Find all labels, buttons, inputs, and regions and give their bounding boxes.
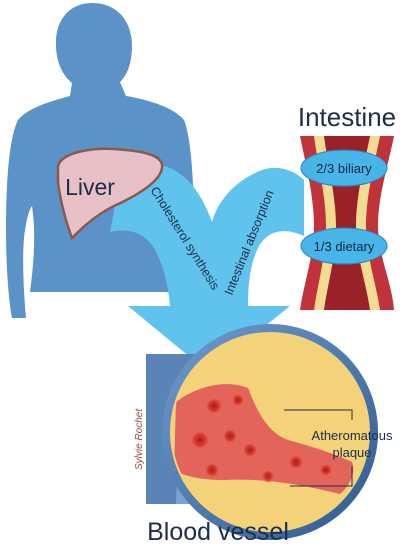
- biliary-pill: [300, 149, 388, 187]
- intestine-label: Intestine: [298, 102, 396, 132]
- dietary-pill: [300, 227, 388, 265]
- plaque-pointer-upper: [284, 409, 353, 420]
- plaque-label-line1: Atheromatous: [312, 428, 393, 443]
- plaque-label-line2: plaque: [332, 445, 371, 460]
- signature: Sylvie Rochet: [134, 408, 145, 470]
- liver-organ: [56, 147, 164, 241]
- dietary-label: 1/3 dietary: [314, 239, 375, 254]
- liver-label: Liver: [65, 174, 115, 200]
- biliary-label: 2/3 biliary: [316, 161, 372, 176]
- plaque-pointer-lower: [290, 466, 353, 487]
- flow-arrow: [110, 165, 304, 372]
- blood-vessel-label: Blood vessel: [147, 518, 289, 546]
